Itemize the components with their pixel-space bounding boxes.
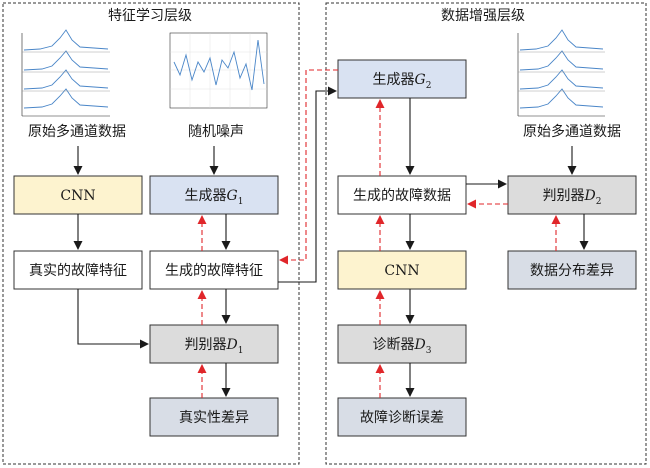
- real-feature-box: [13, 250, 143, 290]
- cnn-label-right: CNN: [384, 263, 419, 279]
- generator-g1-sub: 1: [238, 197, 244, 207]
- generator-g1-var: G: [227, 188, 238, 204]
- authenticity-diff-label: 真实性差异: [179, 410, 249, 426]
- generated-data-label: 生成的故障数据: [353, 188, 451, 204]
- right-panel: [325, 2, 647, 465]
- discriminator-d2-sub: 2: [596, 197, 602, 207]
- generator-g2-label: 生成器G2: [373, 72, 432, 91]
- discriminator-d2-box: [507, 175, 637, 215]
- cnn-box-left: [13, 175, 143, 215]
- diagnoser-d3-label: 诊断器D3: [373, 337, 432, 356]
- diagnoser-d3-text: 诊断器: [373, 337, 415, 353]
- generator-g2-box: [337, 59, 467, 99]
- generated-feature-label: 生成的故障特征: [165, 263, 263, 279]
- discriminator-d2-var: D: [584, 188, 596, 204]
- generator-g2-text: 生成器: [373, 72, 415, 88]
- left-panel-title: 特征学习层级: [108, 8, 192, 24]
- cnn-box-right: [337, 250, 467, 290]
- random-noise-plot: [169, 32, 268, 109]
- authenticity-diff-box: [149, 397, 279, 437]
- discriminator-d2-text: 判别器: [543, 188, 585, 204]
- right-panel-title: 数据增强层级: [441, 8, 525, 24]
- discriminator-d2-label: 判别器D2: [543, 188, 602, 207]
- generated-feature-box: [149, 250, 279, 290]
- feedback-g2-to-gen-feature: [279, 69, 338, 265]
- generator-g2-sub: 2: [426, 81, 432, 91]
- diagnoser-d3-sub: 3: [426, 346, 432, 356]
- noise-label: 随机噪声: [188, 124, 244, 140]
- real-feature-label: 真实的故障特征: [29, 263, 127, 279]
- diagnosis-error-label: 故障诊断误差: [360, 410, 444, 426]
- generated-data-box: [337, 175, 467, 215]
- discriminator-d1-box: [149, 324, 279, 364]
- diagnosis-error-box: [337, 397, 467, 437]
- cnn-label-left: CNN: [60, 188, 95, 204]
- distribution-diff-label: 数据分布差异: [530, 263, 614, 279]
- generator-g1-text: 生成器: [185, 188, 227, 204]
- distribution-diff-box: [507, 250, 637, 290]
- arrow-gen-feature-to-g2: [278, 86, 337, 283]
- diagnoser-d3-var: D: [414, 337, 426, 353]
- forward-arrows: [73, 86, 589, 397]
- arrow-real-feature-to-d1: [77, 289, 149, 349]
- left-panel: [2, 2, 300, 465]
- feedback-arrows: [197, 69, 561, 398]
- diagnoser-d3-box: [337, 324, 467, 364]
- discriminator-d1-sub: 1: [238, 346, 244, 356]
- multichannel-signal-plot-right: [517, 29, 605, 117]
- discriminator-d1-text: 判别器: [185, 337, 227, 353]
- discriminator-d1-label: 判别器D1: [185, 337, 244, 356]
- right-input-label: 原始多通道数据: [523, 123, 621, 140]
- left-input-label: 原始多通道数据: [28, 123, 126, 140]
- discriminator-d1-var: D: [226, 337, 238, 353]
- generator-g1-label: 生成器G1: [185, 188, 244, 207]
- generator-g1-box: [149, 175, 279, 215]
- generator-g2-var: G: [415, 72, 426, 88]
- multichannel-signal-plot-left: [21, 29, 110, 117]
